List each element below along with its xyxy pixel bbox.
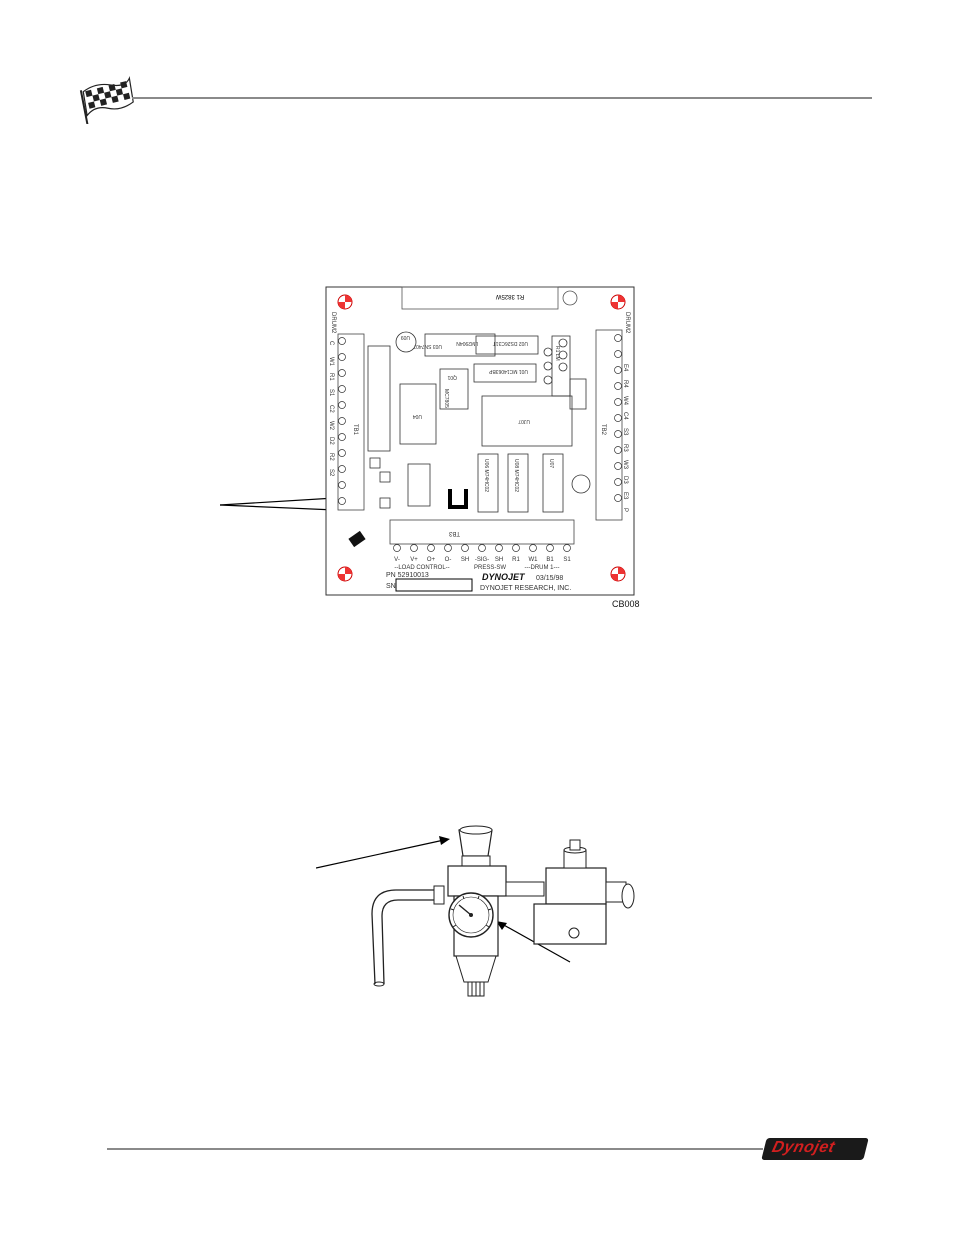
part-label: U02 DS26C31T: [493, 340, 528, 346]
left-terminal-label: W2: [328, 421, 334, 431]
right-terminal-label: R4: [622, 380, 628, 388]
part-label: R1 LM: [554, 346, 560, 361]
brand-name: DYNOJET: [482, 572, 526, 582]
footer-brand-logo: Dynojet: [761, 1138, 869, 1160]
left-terminal-label: W1: [328, 357, 334, 367]
right-terminal-label: W3: [622, 460, 628, 470]
terminal-screw: [338, 337, 346, 505]
part-label: U09: [401, 334, 410, 340]
right-terminal-label: E3: [622, 492, 628, 500]
part-label: LM2904N: [456, 340, 478, 346]
footer: Dynojet: [0, 1130, 954, 1170]
left-terminal-label: S1: [328, 389, 334, 397]
part-label: U04: [413, 413, 422, 419]
air-regulator-figure: [315, 820, 646, 1020]
part-label: U07: [548, 459, 554, 468]
right-terminal-label: W4: [622, 396, 628, 406]
right-terminal-label: R3: [622, 444, 628, 452]
pressure-gauge-icon: [448, 892, 494, 938]
left-terminal-label: D2: [328, 437, 334, 445]
terminal-screw: [393, 544, 571, 552]
bottom-terminal-label: B1: [546, 557, 554, 563]
header-rule: [132, 97, 872, 99]
figure-id: CB008: [612, 599, 640, 609]
footer-brand-text: Dynojet: [770, 1139, 837, 1156]
right-terminal-label: E4: [622, 364, 628, 372]
terminal-group-label: PRESS-SW: [474, 565, 506, 571]
part-label: U03 SN7407: [413, 343, 442, 349]
header: [0, 0, 954, 130]
part-label: U08 M74HC02: [513, 459, 519, 492]
left-terminal-label: S2: [328, 469, 334, 477]
top-part-label: R1 3825W: [495, 293, 524, 299]
bottom-terminal-label: SH: [495, 557, 503, 563]
revision-date: 03/15/98: [536, 575, 563, 582]
left-terminal-sub: DRUM2: [330, 312, 336, 334]
right-terminal-name: TB2: [600, 424, 606, 436]
dynojet-corner-logo: [348, 530, 366, 548]
terminal-screw: [614, 334, 622, 502]
part-label: MC7805: [443, 389, 449, 408]
bottom-terminal-label: O-: [445, 557, 452, 563]
right-terminal-sub: DRUM2: [624, 312, 630, 334]
left-terminal-label: R2: [328, 453, 334, 461]
part-number: PN 52910013: [386, 572, 429, 579]
part-label: Q01: [447, 374, 457, 380]
mounting-hole: [337, 294, 353, 310]
bottom-terminal-label: S1: [563, 557, 571, 563]
circuit-board-figure: R1 3825W C: [219, 284, 650, 614]
circuit-board-drawing: R1 3825W C: [219, 286, 640, 609]
terminal-group-label: ---DRUM 1---: [525, 565, 560, 571]
mounting-hole: [337, 566, 353, 582]
terminal-group-label: --LOAD CONTROL--: [394, 565, 449, 571]
bottom-terminal-label: R1: [512, 557, 520, 563]
bottom-terminal-label: V-: [394, 557, 400, 563]
serial-label: SN: [386, 583, 396, 590]
mounting-hole: [610, 294, 626, 310]
part-label: U06 M74HC02: [483, 459, 489, 492]
right-terminal-label: S3: [622, 428, 628, 436]
footer-rule: [107, 1148, 763, 1150]
left-terminal-label: R1: [328, 373, 334, 381]
left-terminal-label: C2: [328, 405, 334, 413]
right-terminal-label: P: [622, 508, 628, 512]
part-label: UJ07: [518, 418, 530, 424]
serial-box: [395, 578, 473, 592]
part-label: U01 MC14063BP: [488, 368, 528, 374]
checkered-flag-icon: [79, 76, 134, 124]
right-terminal-label: D3: [622, 476, 628, 484]
left-terminal-name: TB1: [352, 424, 358, 436]
air-regulator-drawing: [315, 825, 635, 997]
left-terminal-label: C: [328, 341, 334, 346]
bottom-terminal-label: V+: [410, 557, 418, 563]
bottom-terminal-label: W1: [529, 557, 539, 563]
bottom-terminal-label: SH: [461, 557, 469, 563]
company-name: DYNOJET RESEARCH, INC.: [480, 585, 571, 592]
right-terminal-label: C4: [622, 412, 628, 420]
mounting-hole: [610, 566, 626, 582]
bottom-terminal-name: TB3: [448, 530, 460, 536]
bottom-terminal-label: -SIG-: [475, 557, 489, 563]
bottom-terminal-label: O+: [427, 557, 436, 563]
